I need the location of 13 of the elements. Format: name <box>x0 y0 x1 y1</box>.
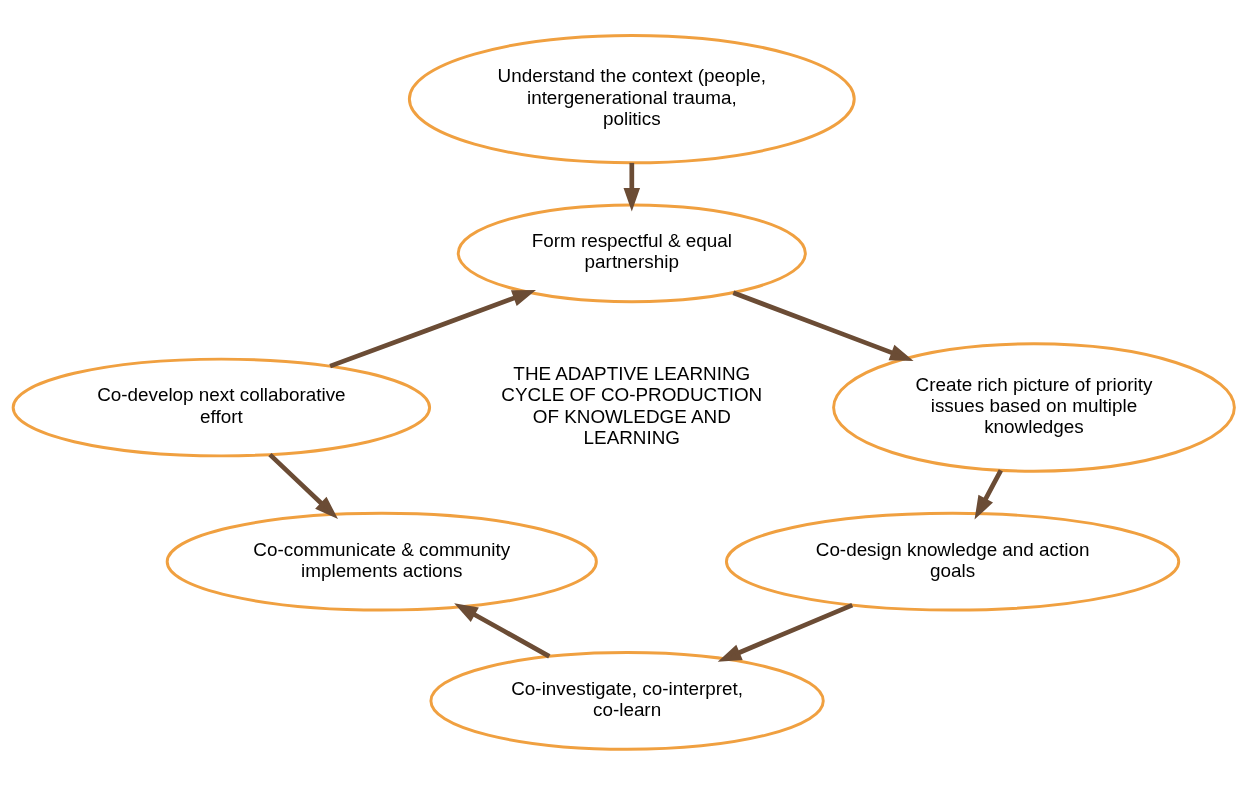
arrow <box>454 603 551 659</box>
label: THE ADAPTIVE LEARNING CYCLE OF CO-PRODUCTION OF KNOWLEDGE AND LEARNING <box>501 363 763 448</box>
node-ellipse: Co-investigate, co-interpret, co-learn <box>429 651 825 751</box>
arrow <box>974 469 1003 520</box>
node-ellipse: Understand the context (people, intergenerational trauma, politics <box>407 33 856 165</box>
arrow <box>329 289 536 369</box>
arrow <box>732 290 914 361</box>
arrow <box>623 162 641 212</box>
arrow <box>717 602 854 662</box>
node-ellipse: Co-design knowledge and action goals <box>724 511 1181 612</box>
arrow <box>268 452 338 520</box>
node-ellipse: Co-communicate & community implements actions <box>165 511 598 612</box>
node-ellipse: Co-develop next collaborative effort <box>11 357 432 458</box>
